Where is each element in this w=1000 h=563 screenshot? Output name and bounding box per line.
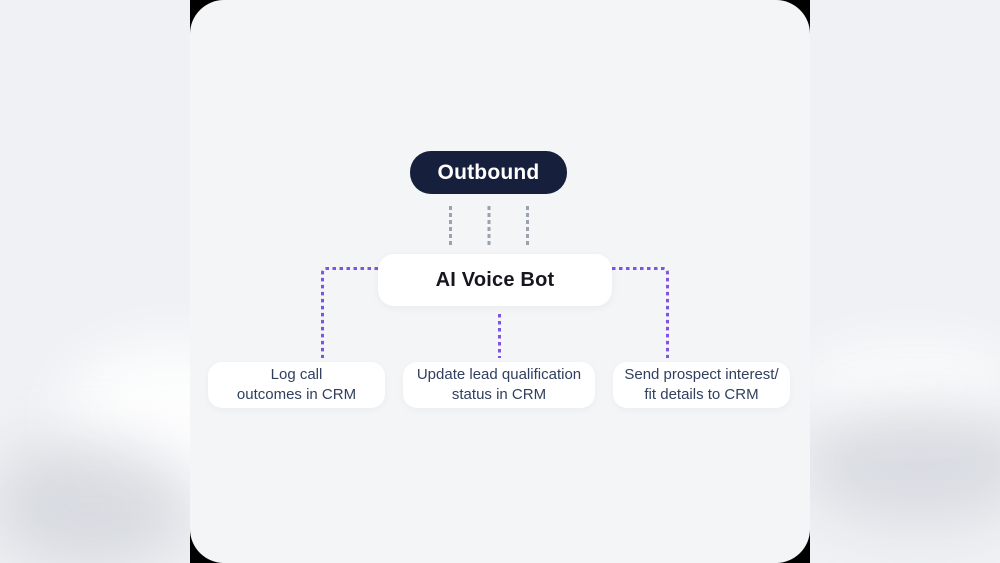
- node-label-line: Update lead qualification: [416, 366, 582, 383]
- node-send-prospect-interest: Send prospect interest/ fit details to C…: [613, 362, 790, 408]
- node-outbound: Outbound: [410, 151, 567, 194]
- node-label-line: outcomes in CRM: [236, 386, 357, 403]
- node-outbound-label: Outbound: [437, 160, 540, 184]
- node-label-line: Log call: [270, 366, 323, 383]
- node-label-line: status in CRM: [451, 386, 547, 403]
- node-log-call-outcomes: Log call outcomes in CRM: [208, 362, 385, 408]
- node-ai-voice-bot: AI Voice Bot: [378, 254, 612, 306]
- background-blur-blob-gray-left: [0, 440, 190, 563]
- background-blur-blob-gray-right: [805, 405, 1000, 525]
- node-label-line: Send prospect interest/: [624, 366, 779, 383]
- node-label-line: fit details to CRM: [644, 386, 759, 403]
- background-blur-blob-white-right: [800, 345, 1000, 425]
- node-update-lead-qualification: Update lead qualification status in CRM: [403, 362, 595, 408]
- node-ai-voice-bot-label: AI Voice Bot: [435, 268, 555, 291]
